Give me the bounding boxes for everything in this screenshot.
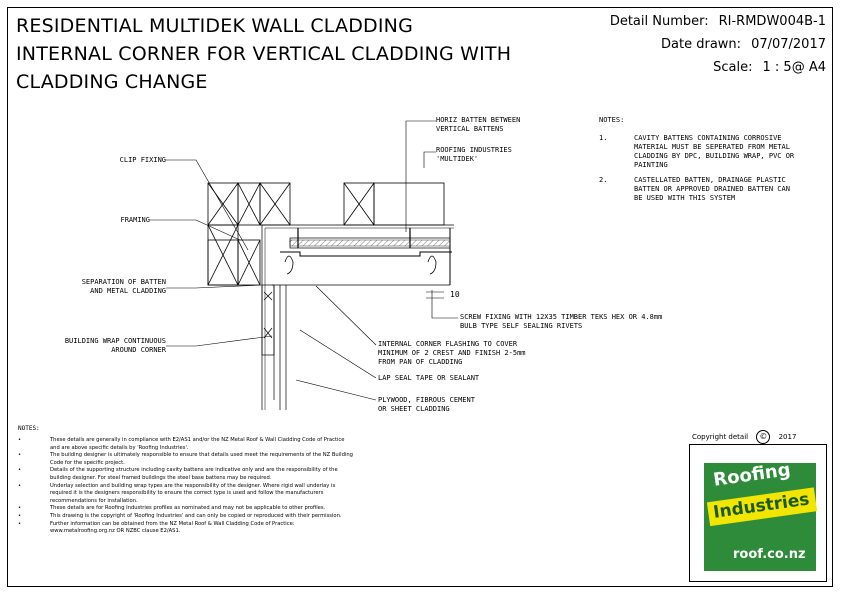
general-note: •This drawing is the copyright of 'Roofi…	[18, 512, 342, 519]
title-line-2: INTERNAL CORNER FOR VERTICAL CLADDING WI…	[16, 43, 512, 65]
label-framing: FRAMING	[120, 216, 150, 224]
label-dimension-10: 10	[450, 290, 460, 299]
date-value: 07/07/2017	[751, 37, 826, 52]
date-label: Date drawn:	[661, 37, 742, 52]
roofing-industries-logo	[704, 463, 818, 571]
leader-lines	[150, 120, 458, 401]
detail-number-label: Detail Number:	[609, 14, 709, 29]
label-roofing-multidek: ROOFING INDUSTRIES'MULTIDEK'	[436, 146, 512, 163]
label-lap-seal: LAP SEAL TAPE OR SEALANT	[378, 374, 480, 382]
title-line-3: CLADDING CHANGE	[16, 71, 208, 93]
logo-website-text: roof.co.nz	[733, 547, 806, 562]
date-row: Date drawn: 07/07/2017	[661, 37, 826, 52]
drawing-sheet-border	[7, 7, 833, 587]
title-line-1: RESIDENTIAL MULTIDEK WALL CLADDING	[16, 15, 414, 37]
copyright-line: Copyright detail © 2017	[692, 430, 796, 444]
notes-title: NOTES:	[599, 116, 625, 124]
copyright-symbol: ©	[756, 430, 771, 444]
general-note: •These details are for Roofing Industrie…	[18, 505, 326, 512]
logo-box	[689, 444, 827, 582]
scale-row: Scale: 1 : 5@ A4	[713, 60, 826, 75]
label-screw-fixing: SCREW FIXING WITH 12X35 TIMBER TEKS HEX …	[460, 313, 663, 330]
general-note: •Details of the supporting structure inc…	[18, 467, 338, 481]
general-notes-title: NOTES:	[18, 425, 40, 432]
scale-value: 1 : 5@ A4	[762, 60, 826, 75]
general-note: •These details are generally in complian…	[18, 437, 345, 451]
general-note: •Further information can be obtained fro…	[18, 520, 295, 535]
vertical-cladding	[261, 284, 287, 410]
detail-number-row: Detail Number: RI-RMDW004B-1	[610, 14, 826, 29]
general-note: •Underlay selection and building wrap ty…	[18, 482, 336, 504]
label-clip-fixing: CLIP FIXING	[119, 156, 166, 164]
framing-studs	[207, 182, 445, 286]
multidek-horizontal	[272, 228, 452, 286]
detail-number-value: RI-RMDW004B-1	[718, 14, 826, 29]
scale-label: Scale:	[713, 60, 753, 75]
general-notes: •These details are generally in complian…	[18, 437, 438, 536]
general-note: •The building designer is ultimately res…	[18, 452, 353, 466]
